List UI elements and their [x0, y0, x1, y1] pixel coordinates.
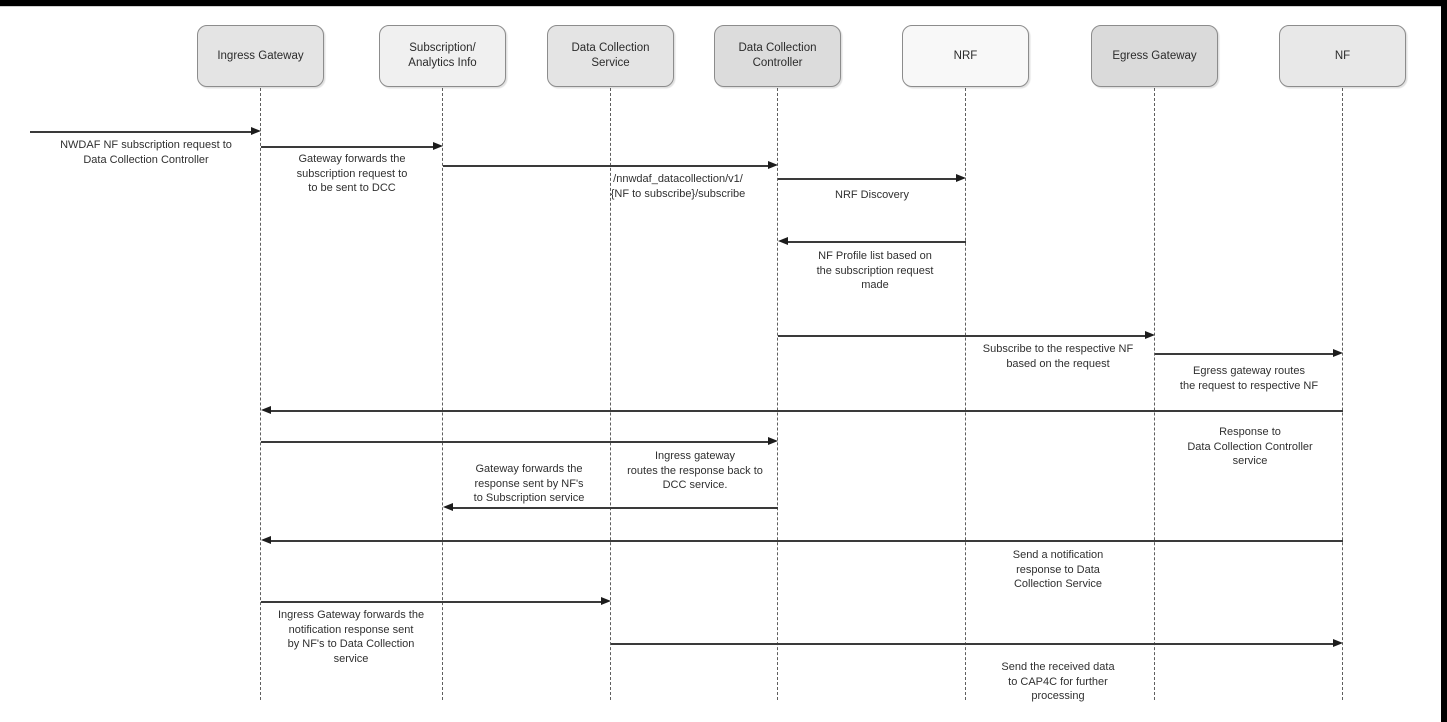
- message-label-nf-profile-list: NF Profile list based on the subscription…: [725, 249, 1025, 293]
- message-label-line: the subscription request: [816, 264, 934, 277]
- message-label-line: notification response sent: [288, 623, 414, 636]
- message-label-line: response sent by NF's: [474, 477, 584, 490]
- message-line-gateway-forwards-response: [452, 507, 778, 509]
- lifeline-nf: [1342, 88, 1343, 700]
- message-line-send-data-to-cap4c: [611, 643, 1334, 645]
- arrowhead-subscribe-respective-nf: [1145, 331, 1155, 339]
- message-line-ingress-routes-response: [261, 441, 769, 443]
- message-label-line: Send the received data: [1001, 661, 1115, 673]
- window-right-edge: [1441, 0, 1447, 722]
- message-label-ingress-forwards-notification: Ingress Gateway forwards the notification…: [201, 608, 501, 666]
- lifeline-egress-gateway: [1154, 88, 1155, 700]
- message-label-subscribe-respective-nf: Subscribe to the respective NF based on t…: [908, 342, 1208, 371]
- arrowhead-send-notification-response: [261, 536, 271, 544]
- message-label-line: NF Profile list based on: [818, 250, 932, 262]
- arrowhead-nnwdaf-datacollection-subscribe: [768, 161, 778, 169]
- lifeline-nrf: [965, 88, 966, 700]
- message-label-line: based on the request: [1006, 357, 1110, 370]
- message-label-response-to-dcc: Response to Data Collection Controller ser…: [1100, 425, 1400, 469]
- message-line-egress-routes-request: [1155, 353, 1334, 355]
- message-line-nf-profile-list: [787, 241, 966, 243]
- actor-box-nf: NF: [1279, 25, 1406, 87]
- message-label-line: Collection Service: [1013, 578, 1103, 590]
- message-label-ingress-routes-response: Ingress gateway routes the response back …: [545, 449, 845, 493]
- lifeline-ingress-gateway: [260, 88, 261, 700]
- arrowhead-nwdaf-subscription-request: [251, 127, 261, 135]
- arrowhead-ingress-routes-response: [768, 437, 778, 445]
- message-label-line: processing: [1031, 690, 1085, 702]
- lifeline-data-collection-service: [610, 88, 611, 700]
- message-label-line: Data Collection Controller: [1187, 440, 1313, 453]
- actor-label: Data Collection: [571, 42, 650, 54]
- message-label-line: response to Data: [1016, 563, 1100, 576]
- message-label-line: to Subscription service: [473, 492, 585, 504]
- message-label-egress-routes-request: Egress gateway routes the request to resp…: [1099, 364, 1399, 393]
- message-line-ingress-forwards-notification: [261, 601, 602, 603]
- message-line-nwdaf-subscription-request: [30, 131, 252, 133]
- arrowhead-send-data-to-cap4c: [1333, 639, 1343, 647]
- arrowhead-gateway-forwards-subscription: [433, 142, 443, 150]
- message-label-line: the request to respective NF: [1179, 379, 1319, 392]
- actor-box-ingress-gateway: Ingress Gateway: [197, 25, 324, 87]
- window-top-edge: [0, 0, 1447, 7]
- message-line-response-to-dcc: [270, 410, 1343, 412]
- message-line-nnwdaf-datacollection-subscribe: [443, 165, 769, 167]
- message-label-line: routes the response back to: [627, 464, 763, 477]
- actor-label: Service: [591, 57, 630, 69]
- message-label-send-data-to-cap4c: Send the received data to CAP4C for furth…: [908, 660, 1208, 704]
- message-label-nnwdaf-datacollection-subscribe: /nnwdaf_datacollection/v1/ {NF to subscri…: [528, 172, 828, 201]
- arrowhead-response-to-dcc: [261, 406, 271, 414]
- message-label-line: Gateway forwards the: [298, 153, 406, 165]
- message-label-line: to be sent to DCC: [308, 182, 396, 194]
- lifeline-data-collection-controller: [777, 88, 778, 700]
- message-label-line: Egress gateway routes: [1193, 365, 1305, 377]
- message-label-line: made: [861, 279, 889, 291]
- actor-label: Data Collection: [738, 42, 817, 54]
- message-line-nrf-discovery: [778, 178, 957, 180]
- message-label-line: NWDAF NF subscription request to: [60, 139, 232, 151]
- actor-label: Subscription/: [409, 42, 476, 54]
- actor-label: NF: [1334, 49, 1351, 62]
- message-label-line: {NF to subscribe}/subscribe: [610, 187, 746, 200]
- message-label-gateway-forwards-subscription: Gateway forwards the subscription request…: [202, 152, 502, 196]
- actor-box-subscription-analytics-info: Subscription/Analytics Info: [379, 25, 506, 87]
- actor-label: NRF: [953, 49, 978, 62]
- message-label-line: DCC service.: [662, 479, 728, 491]
- message-label-line: by NF's to Data Collection: [287, 638, 415, 650]
- message-label-line: to CAP4C for further: [1008, 675, 1108, 688]
- message-label-gateway-forwards-response: Gateway forwards the response sent by NF'…: [379, 462, 679, 506]
- arrowhead-nf-profile-list: [778, 237, 788, 245]
- arrowhead-egress-routes-request: [1333, 349, 1343, 357]
- message-label-line: service: [1232, 455, 1268, 467]
- actor-label: Egress Gateway: [1112, 49, 1197, 62]
- message-label-nrf-discovery: NRF Discovery: [722, 188, 1022, 203]
- message-label-line: /nnwdaf_datacollection/v1/: [613, 173, 743, 185]
- arrowhead-gateway-forwards-response: [443, 503, 453, 511]
- message-label-line: NRF Discovery: [835, 189, 909, 201]
- message-line-subscribe-respective-nf: [778, 335, 1146, 337]
- message-line-send-notification-response: [270, 540, 1343, 542]
- message-label-line: Ingress Gateway forwards the: [277, 609, 425, 621]
- message-line-gateway-forwards-subscription: [261, 146, 434, 148]
- lifeline-subscription-analytics-info: [442, 88, 443, 700]
- actor-label: Ingress Gateway: [217, 49, 304, 62]
- message-label-line: subscription request to: [296, 167, 408, 180]
- actor-box-egress-gateway: Egress Gateway: [1091, 25, 1218, 87]
- arrowhead-nrf-discovery: [956, 174, 966, 182]
- message-label-nwdaf-subscription-request: NWDAF NF subscription request to Data Col…: [0, 138, 296, 167]
- message-label-line: Gateway forwards the: [475, 463, 583, 475]
- actor-box-nrf: NRF: [902, 25, 1029, 87]
- message-label-line: Response to: [1219, 426, 1281, 438]
- arrowhead-ingress-forwards-notification: [601, 597, 611, 605]
- message-label-line: Subscribe to the respective NF: [982, 343, 1134, 355]
- actor-label: Controller: [752, 57, 803, 69]
- message-label-line: Ingress gateway: [654, 450, 736, 462]
- actor-label: Analytics Info: [408, 57, 477, 69]
- message-label-line: Send a notification: [1012, 549, 1104, 561]
- message-label-line: service: [333, 652, 369, 665]
- message-label-line: Data Collection Controller: [83, 153, 209, 166]
